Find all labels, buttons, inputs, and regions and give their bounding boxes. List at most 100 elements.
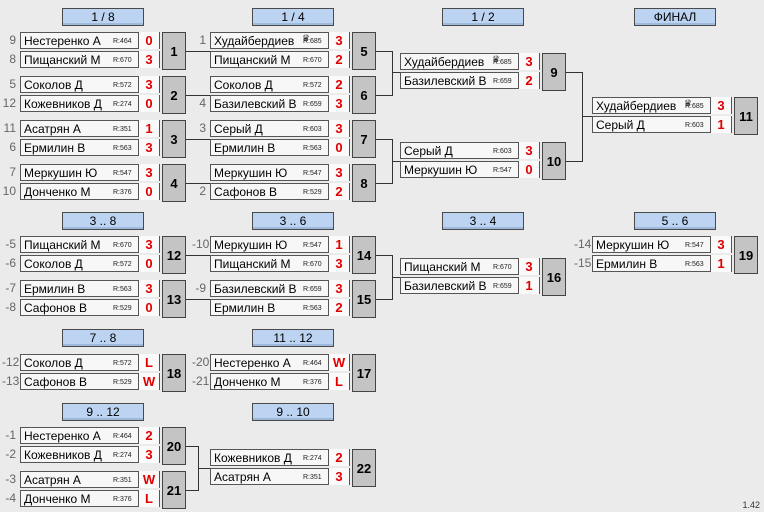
player-rating: R:529 (303, 189, 322, 196)
player-name: Донченко М (24, 492, 91, 506)
match-number: 13 (162, 280, 186, 318)
seed-number: 7 (9, 165, 16, 179)
match-number: 9 (542, 53, 566, 91)
seed-number: 2 (199, 184, 206, 198)
player-score: 3 (328, 120, 349, 137)
seed-number: -10 (192, 237, 210, 251)
seed-number: 10 (2, 184, 16, 198)
player-name: Сафонов В (24, 375, 88, 389)
connector-line (376, 299, 392, 300)
player-score: 3 (138, 280, 159, 297)
player-score: 3 (518, 258, 539, 275)
player-rating: R:563 (685, 261, 704, 268)
player-name: Пищанский М (404, 260, 481, 274)
player-name: Соколов Д (24, 356, 83, 370)
connector-line (186, 299, 210, 300)
player-score: 0 (138, 299, 159, 316)
player-score: 0 (138, 183, 159, 200)
connector-line (566, 72, 582, 73)
player-rating: R:659 (303, 286, 322, 293)
seed-number: 8 (9, 52, 16, 66)
connector-line (186, 490, 198, 491)
player-name: Базилевский В (404, 74, 487, 88)
header-place-9-10: 9 .. 10 (252, 403, 334, 421)
player-rating: R:603 (303, 126, 322, 133)
player-score: 1 (518, 277, 539, 294)
player-score: 3 (138, 164, 159, 181)
player-rating: R:685 (303, 38, 322, 45)
seed-number: 6 (9, 140, 16, 154)
player-name: Ермилин В (214, 141, 276, 155)
seed-number: -5 (5, 237, 16, 251)
player-rating: R:685 (685, 103, 704, 110)
seed-number: -13 (2, 374, 20, 388)
